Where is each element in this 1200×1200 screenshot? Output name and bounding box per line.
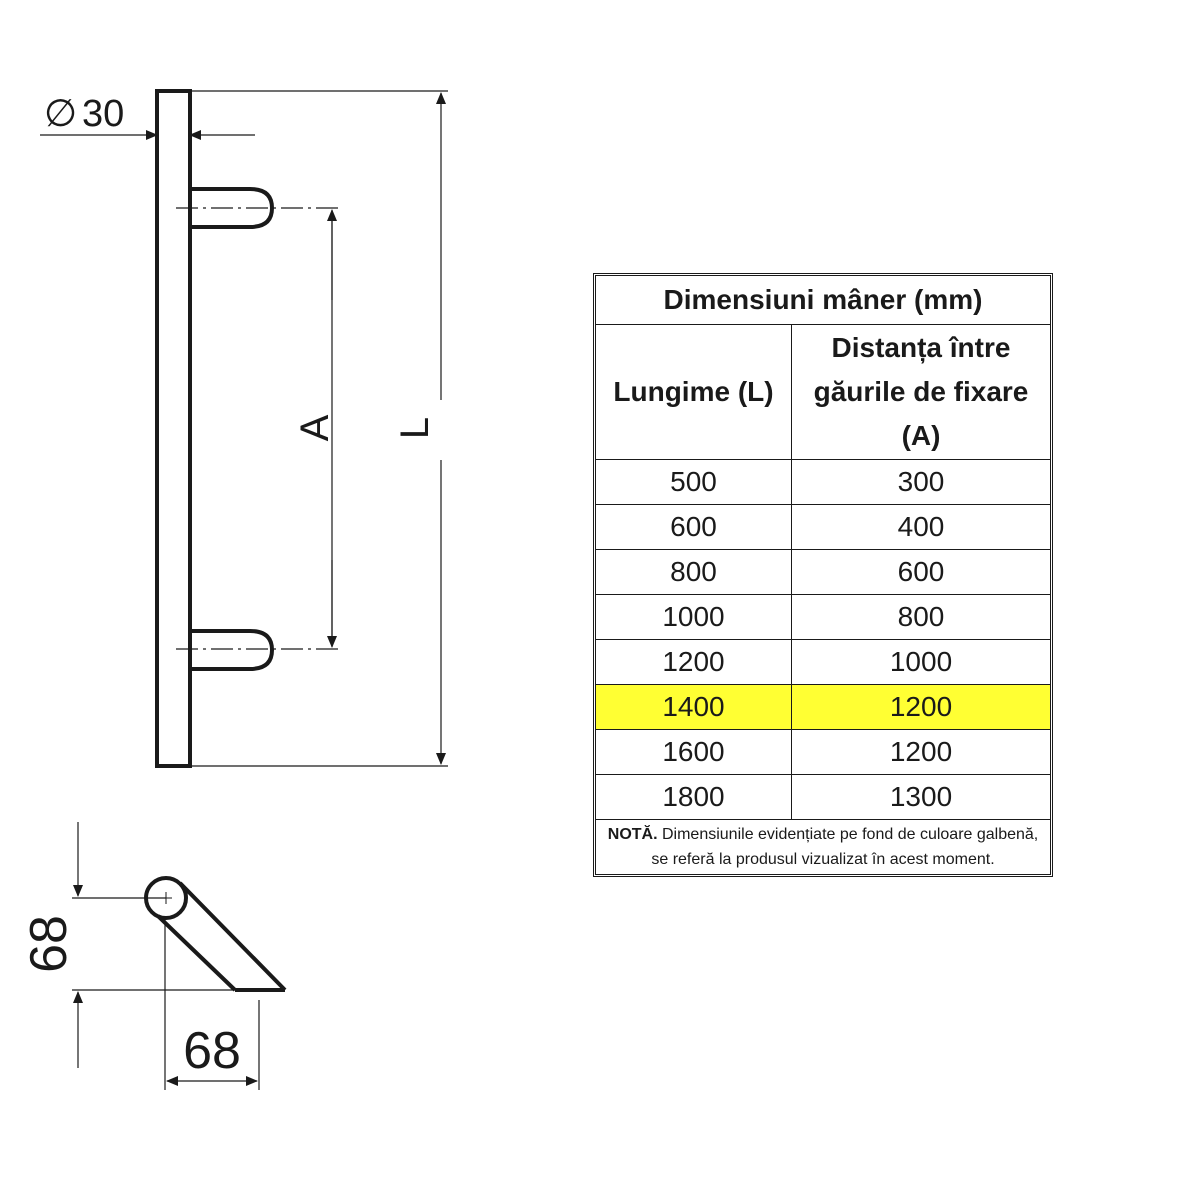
cell-length: 500	[595, 459, 792, 505]
table-note: NOTĂ. Dimensiunile evidențiate pe fond d…	[594, 819, 1052, 875]
post-edge-lower	[156, 914, 237, 992]
front-view	[40, 89, 448, 768]
cell-length: 1200	[595, 639, 792, 685]
column-header-length: Lungime (L)	[595, 324, 792, 460]
mounting-post-bottom	[192, 629, 275, 671]
cell-length: 1400	[595, 684, 792, 730]
column-header-distance-line-3: (A)	[901, 420, 941, 451]
dimension-label-l: L	[393, 417, 437, 439]
cell-length: 1800	[595, 774, 792, 820]
column-header-distance: Distanța între găurile de fixare (A)	[790, 324, 1052, 460]
cell-length: 800	[595, 549, 792, 595]
mounting-post-top	[192, 187, 275, 229]
note-text: Dimensiunile evidențiate pe fond de culo…	[651, 826, 1039, 868]
cell-distance: 800	[790, 594, 1052, 640]
cell-length: 600	[595, 504, 792, 550]
cell-length: 1000	[595, 594, 792, 640]
cell-distance: 400	[790, 504, 1052, 550]
cell-distance: 1300	[790, 774, 1052, 820]
diameter-value: 30	[82, 93, 124, 135]
column-header-distance-line-2: găurile de fixare	[813, 376, 1029, 407]
depth-value: 68	[20, 915, 78, 973]
offset-value: 68	[183, 1022, 241, 1080]
note-label: NOTĂ.	[607, 826, 658, 843]
diameter-symbol: ∅	[44, 93, 77, 135]
dimension-label-a: A	[293, 414, 337, 441]
cell-distance: 300	[790, 459, 1052, 505]
table-title: Dimensiuni mâner (mm)	[594, 275, 1052, 325]
side-view	[72, 822, 287, 1090]
cell-distance: 600	[790, 549, 1052, 595]
dimensions-table: Dimensiuni mâner (mm) Lungime (L) Distan…	[592, 273, 1054, 877]
post-edge-upper	[178, 881, 287, 992]
cell-length: 1600	[595, 729, 792, 775]
handle-bar	[155, 89, 192, 768]
cell-distance: 1000	[790, 639, 1052, 685]
cell-distance: 1200	[790, 729, 1052, 775]
cell-distance: 1200	[790, 684, 1052, 730]
column-header-distance-line-1: Distanța între	[831, 332, 1011, 363]
